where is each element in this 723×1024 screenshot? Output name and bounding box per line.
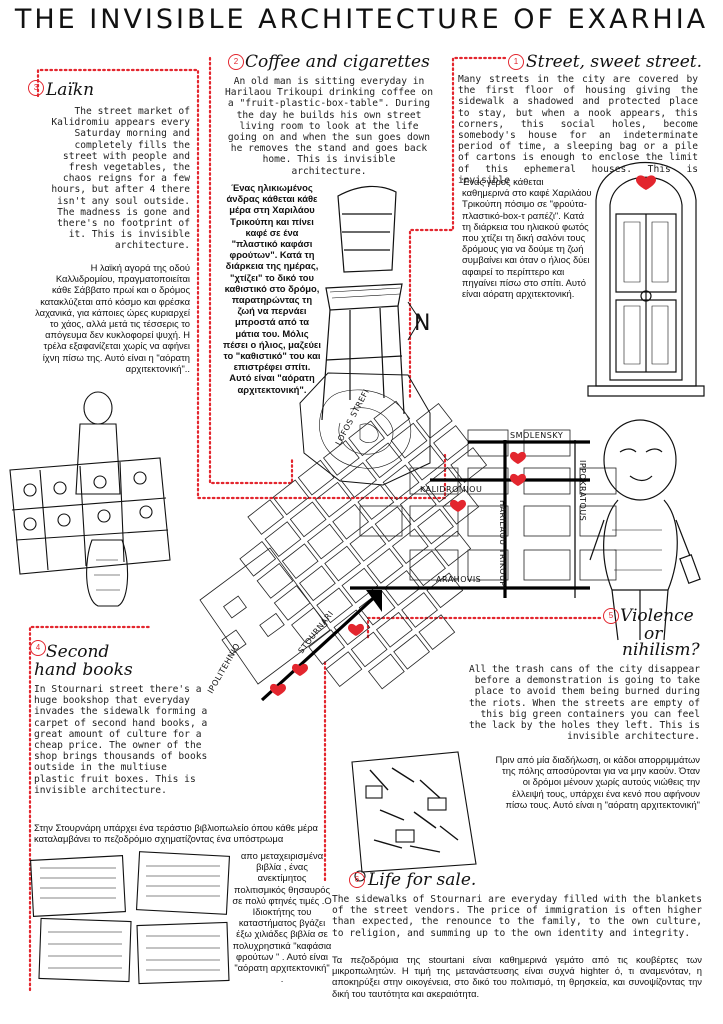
violence-heading-line1: Violence xyxy=(620,606,694,626)
label-kalidromiou: KALIDROMIOU xyxy=(420,485,482,494)
coffee-english-text: An old man is sitting everyday in Harila… xyxy=(225,76,433,177)
svg-text:N: N xyxy=(414,311,430,336)
label-arahovis: ARAHOVIS xyxy=(436,575,481,584)
label-smolensky: SMOLENSKY xyxy=(510,431,563,440)
street-english-text: Many streets in the city are covered by … xyxy=(458,74,698,186)
door-sketch xyxy=(587,161,705,397)
label-harilaou: HARILAOU TRIKOUPI xyxy=(498,500,507,590)
violence-heading-line2: or xyxy=(644,624,663,644)
laikh-english-text: The street market of Kalidromiu appears … xyxy=(51,106,190,252)
label-strefi: LOFOS STREFI xyxy=(334,388,371,447)
chair-sketch xyxy=(321,185,405,421)
section-number-badge: 5 xyxy=(603,608,619,624)
laikh-greek-text: Η λαϊκή αγορά της οδού Καλλιδρομίου, πρα… xyxy=(35,262,190,374)
section-number-badge: 1 xyxy=(508,54,524,70)
page-title: THE INVISIBLE ARCHITECTURE OF EXARHIA xyxy=(14,4,709,35)
coffee-greek-text: Ένας ηλικιωμένος άνδρας κάθεται κάθε μέρ… xyxy=(223,182,321,395)
life-greek-text: Τα πεζοδρόμια της stourtani είναι καθημε… xyxy=(332,954,702,999)
connector-street xyxy=(408,56,507,400)
label-stournari: STOURNARI xyxy=(296,609,335,655)
label-politehnio: IPOLITEHNIO xyxy=(206,642,242,695)
highlighted-streets xyxy=(260,440,590,702)
section-number-badge: 6 xyxy=(349,872,365,888)
life-heading: Life for sale. xyxy=(368,870,477,890)
violence-heading-line3: nihilism? xyxy=(622,640,700,660)
books-greek-text: Στην Στουρνάρη υπάρχει ένα τεράστιο βιβλ… xyxy=(34,822,318,845)
laikh-heading: Laïkn xyxy=(46,80,95,100)
connector-coffee xyxy=(208,56,294,485)
violence-greek-text: Πριν από μία διαδήλωση, οι κάδοι απορριμ… xyxy=(495,754,700,810)
books-heading-line2: hand books xyxy=(34,660,133,680)
books-heading-line1: Second xyxy=(46,642,110,662)
violence-english-text: All the trash cans of the city disappear… xyxy=(468,664,700,743)
connector-books xyxy=(28,625,152,992)
connector-violence xyxy=(366,616,602,642)
map-hearts xyxy=(270,451,526,696)
north-arrow: N xyxy=(407,301,430,341)
books-greek-text-continued: απο μεταχειρισμένα βιβλία , ένας ανεκτίμ… xyxy=(232,850,332,985)
label-ippokratous: IPPOKRATOUS xyxy=(578,460,587,521)
connector-laikh xyxy=(36,68,447,500)
plaza-triangle xyxy=(366,590,382,612)
polytechnic-block xyxy=(199,547,331,685)
coffee-heading: Coffee and cigarettes xyxy=(245,52,430,72)
life-english-text: The sidewalks of Stournari are everyday … xyxy=(332,894,702,939)
street-greek-text: Ένας γέρος κάθεται καθημερινά στο καφέ Χ… xyxy=(462,176,592,300)
blanket-sketch xyxy=(351,751,477,882)
books-sketch xyxy=(30,851,231,985)
street-heading: Street, sweet street. xyxy=(526,52,703,72)
market-sketch xyxy=(9,391,171,607)
east-grid xyxy=(359,429,617,581)
books-english-text: In Stournari street there's a huge books… xyxy=(34,684,208,796)
section-number-badge: 4 xyxy=(30,640,46,656)
section-number-badge: 3 xyxy=(28,80,44,96)
section-number-badge: 2 xyxy=(228,54,244,70)
street-grid xyxy=(239,400,488,690)
